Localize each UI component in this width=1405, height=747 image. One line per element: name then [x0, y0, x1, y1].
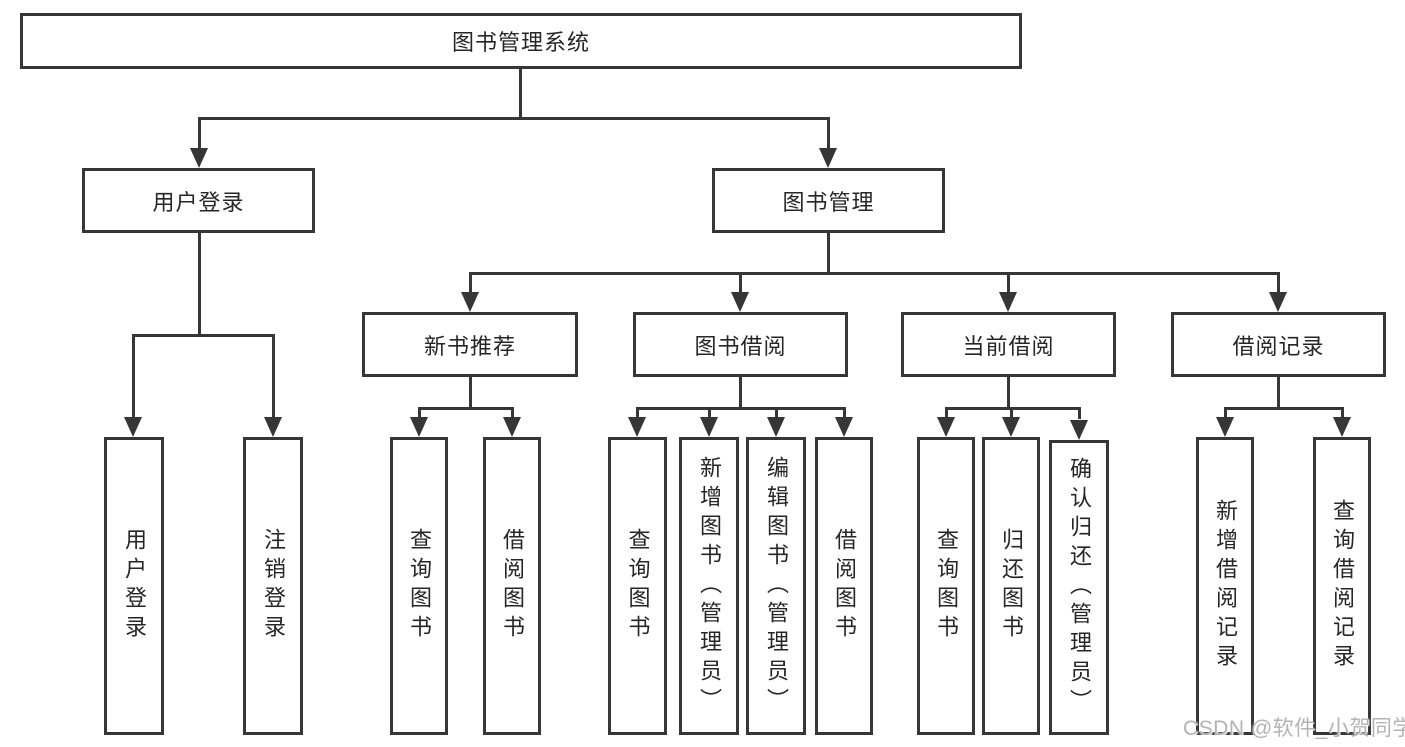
- node-label: 新增图书（管理员）: [697, 455, 722, 717]
- arrowhead-login-leaf2: [264, 417, 282, 437]
- arrowhead-cur-leaf1: [937, 417, 955, 437]
- node-label: 注销登录: [261, 528, 286, 644]
- arrowhead-bor-leaf4: [835, 417, 853, 437]
- node-label: 借阅记录: [1232, 333, 1325, 359]
- arrowhead-rec-leaf1: [410, 417, 428, 437]
- connector-drop-cur-leaf1: [945, 407, 948, 419]
- connector-root-stem: [519, 66, 522, 120]
- connector-bor-stem: [739, 375, 742, 410]
- arrowhead-login-leaf1: [124, 417, 142, 437]
- node-label: 编辑图书（管理员）: [764, 455, 789, 717]
- connector-cur-stem: [1007, 375, 1010, 410]
- arrowhead-his-leaf1: [1216, 417, 1234, 437]
- node-label: 查询图书: [407, 528, 432, 644]
- connector-drop-bor-leaf1: [636, 407, 639, 419]
- arrowhead-cur-leaf2: [1002, 417, 1020, 437]
- arrowhead-his: [1269, 292, 1287, 312]
- connector-drop-bor-leaf4: [843, 407, 846, 419]
- connector-rec-stem: [469, 375, 472, 410]
- connector-mgmt-stem: [827, 231, 830, 275]
- arrowhead-rec: [461, 292, 479, 312]
- node-bor-query-books: 查询图书: [608, 437, 667, 735]
- node-label: 新增借阅记录: [1213, 499, 1238, 673]
- arrowhead-mgmt: [819, 148, 837, 168]
- connector-level3-bar: [469, 272, 1280, 275]
- node-label: 归还图书: [999, 528, 1024, 644]
- arrowhead-rec-leaf2: [503, 417, 521, 437]
- node-his-add-borrow-record: 新增借阅记录: [1196, 437, 1254, 735]
- node-user-login: 用户登录: [82, 168, 315, 233]
- connector-drop-cur: [1007, 272, 1010, 294]
- node-label: 查询借阅记录: [1330, 499, 1355, 673]
- node-his-query-borrow-record: 查询借阅记录: [1313, 437, 1371, 735]
- node-label: 当前借阅: [962, 333, 1055, 359]
- node-bor-edit-books-admin: 编辑图书（管理员）: [746, 437, 806, 735]
- node-library-system: 图书管理系统: [20, 13, 1022, 69]
- connector-rec-bar: [418, 407, 514, 410]
- node-bor-add-books-admin: 新增图书（管理员）: [679, 437, 739, 735]
- arrowhead-cur-leaf3: [1070, 420, 1088, 440]
- node-rec-query-books: 查询图书: [390, 437, 448, 735]
- connector-drop-login-leaf1: [132, 334, 135, 418]
- connector-drop-rec-leaf1: [418, 407, 421, 419]
- connector-drop-his-leaf2: [1341, 407, 1344, 419]
- node-logout-action: 注销登录: [243, 437, 303, 735]
- arrowhead-his-leaf2: [1333, 417, 1351, 437]
- node-label: 确认归还（管理员）: [1067, 457, 1092, 718]
- node-label: 查询图书: [934, 528, 959, 644]
- node-label: 借阅图书: [500, 528, 525, 644]
- connector-drop-rec: [469, 272, 472, 294]
- node-label: 图书管理系统: [451, 30, 590, 55]
- node-borrowing-records: 借阅记录: [1171, 312, 1386, 377]
- node-book-borrowing: 图书借阅: [633, 312, 848, 377]
- node-label: 借阅图书: [832, 528, 857, 644]
- connector-drop-login-leaf2: [272, 334, 275, 418]
- node-rec-borrow-books: 借阅图书: [483, 437, 541, 735]
- node-label: 查询图书: [625, 528, 651, 644]
- connector-login-stem: [198, 231, 201, 337]
- connector-drop-login: [198, 117, 201, 150]
- node-label: 新书推荐: [423, 333, 516, 359]
- node-label: 用户登录: [122, 528, 147, 644]
- connector-drop-his-leaf1: [1224, 407, 1227, 419]
- connector-drop-mgmt: [827, 117, 830, 150]
- connector-level2-bar: [198, 117, 830, 120]
- connector-drop-bor: [739, 272, 742, 294]
- arrowhead-bor-leaf2: [700, 417, 718, 437]
- arrowhead-cur: [999, 292, 1017, 312]
- arrowhead-bor-leaf3: [767, 417, 785, 437]
- arrowhead-bor: [731, 292, 749, 312]
- node-book-management: 图书管理: [712, 168, 945, 233]
- connector-drop-bor-leaf3: [775, 407, 778, 419]
- connector-drop-cur-leaf2: [1010, 407, 1013, 419]
- node-cur-return-books: 归还图书: [982, 437, 1040, 735]
- connector-his-stem: [1277, 375, 1280, 410]
- arrowhead-login: [190, 148, 208, 168]
- node-label: 图书管理: [782, 189, 875, 215]
- arrowhead-bor-leaf1: [628, 417, 646, 437]
- connector-login-bar: [132, 334, 275, 337]
- node-user-login-action: 用户登录: [104, 437, 164, 735]
- node-cur-confirm-return-admin: 确认归还（管理员）: [1049, 440, 1109, 735]
- connector-drop-rec-leaf2: [511, 407, 514, 419]
- node-label: 图书借阅: [694, 333, 787, 359]
- connector-drop-bor-leaf2: [708, 407, 711, 419]
- connector-drop-his: [1277, 272, 1280, 294]
- connector-his-bar: [1224, 407, 1344, 410]
- node-cur-query-books: 查询图书: [917, 437, 975, 735]
- connector-cur-bar: [945, 407, 1081, 410]
- connector-drop-cur-leaf3: [1078, 407, 1081, 419]
- node-new-book-recommend: 新书推荐: [362, 312, 578, 377]
- connector-bor-bar: [636, 407, 846, 410]
- node-current-borrowing: 当前借阅: [901, 312, 1116, 377]
- watermark-text: CSDN @软件_小贺同学: [1183, 717, 1405, 740]
- node-label: 用户登录: [152, 189, 245, 215]
- node-bor-borrow-books: 借阅图书: [815, 437, 873, 735]
